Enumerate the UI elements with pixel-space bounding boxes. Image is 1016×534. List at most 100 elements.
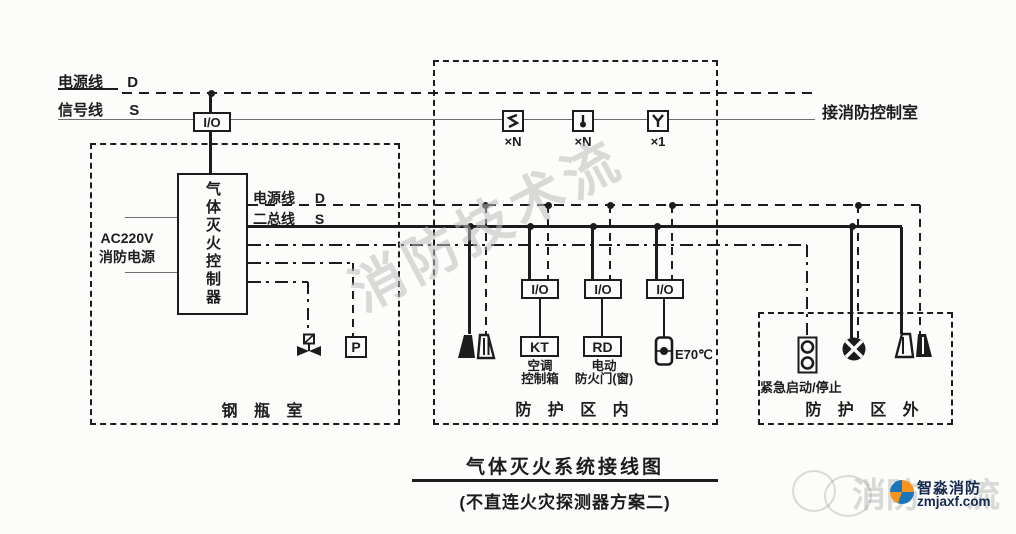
power-line-text: 电源线 xyxy=(58,74,104,91)
io-module-2: I/O xyxy=(584,279,622,299)
io1-signal-drop xyxy=(528,227,531,280)
ac-supply-line1: AC220V xyxy=(100,230,154,246)
smoke-detector-icon xyxy=(506,113,520,129)
io2-signal-drop xyxy=(591,227,594,280)
out-bus-code: S xyxy=(314,211,325,227)
io1-power-drop xyxy=(547,205,549,280)
junction-dot xyxy=(669,202,676,209)
emergency-control-line xyxy=(248,244,807,246)
brand-logo-icon xyxy=(890,480,914,504)
two-bus-line-s xyxy=(248,225,902,228)
ac-supply-label: AC220V 消防电源 xyxy=(84,229,170,267)
mascot-doodle xyxy=(824,475,872,517)
emergency-start-stop-label: 紧急启动/停止 xyxy=(760,380,842,395)
junction-dot xyxy=(607,202,614,209)
out-horn-signal-drop xyxy=(900,227,903,334)
out-power-text: 电源线 xyxy=(253,190,295,206)
discharge-indicator-lamp-icon xyxy=(841,336,867,362)
supply-wire-top xyxy=(125,217,177,218)
controller-riser-line xyxy=(209,93,212,174)
manual-call-point-icon xyxy=(652,114,664,127)
horn-strobe-icon xyxy=(456,332,496,360)
io-module-2-label: I/O xyxy=(594,281,612,297)
signal-line-text: 信号线 xyxy=(58,102,104,119)
manual-call-point-box xyxy=(647,110,669,132)
io-module-3-label: I/O xyxy=(656,281,674,297)
out-horn-power-drop xyxy=(919,205,921,334)
io-module-1: I/O xyxy=(521,279,559,299)
junction-dot xyxy=(482,202,489,209)
pressure-switch-box: P xyxy=(345,336,367,358)
ac-supply-line2: 消防电源 xyxy=(99,249,155,265)
io-module-1-label: I/O xyxy=(531,281,549,297)
power-line-label: 电源线 D xyxy=(58,71,138,92)
power-line-code: D xyxy=(127,74,139,91)
horn-signal-drop xyxy=(468,227,471,334)
out-power-code: D xyxy=(314,190,326,206)
junction-dot xyxy=(855,202,862,209)
brand-site: zmjaxf.com xyxy=(917,494,991,509)
diagram-title: 气体灭火系统接线图 xyxy=(465,457,664,478)
cylinder-room-zone xyxy=(90,143,400,425)
protection-zone-outside xyxy=(758,312,953,425)
junction-dot xyxy=(208,90,215,97)
kt-desc-line1: 空调 xyxy=(527,359,553,373)
valve-control-line-v xyxy=(307,282,309,334)
io3-power-drop xyxy=(671,205,673,280)
controller-label: 气体灭火控制器 xyxy=(204,181,221,307)
fire-damper-temp-label: E70℃ xyxy=(675,347,713,362)
junction-dot xyxy=(849,223,856,230)
rd-box: RD xyxy=(583,336,622,357)
heat-detector-box xyxy=(572,110,594,132)
fire-damper-70c-icon xyxy=(654,336,674,366)
out-power-label: 电源线 D xyxy=(253,188,325,208)
smoke-detector-qty: ×N xyxy=(504,134,522,149)
rd-box-label: RD xyxy=(592,338,613,355)
to-control-room-label: 接消防控制室 xyxy=(822,105,919,122)
horn-strobe-icon xyxy=(894,331,934,359)
pressure-switch-label: P xyxy=(351,339,361,355)
rd-desc-line2: 防火门(窗) xyxy=(574,372,634,386)
kt-link-line xyxy=(539,299,541,337)
zone-power-line-d xyxy=(248,204,920,206)
rd-desc-line1: 电动 xyxy=(591,359,617,373)
signal-line-label: 信号线 S xyxy=(58,99,139,120)
io2-power-drop xyxy=(609,205,611,280)
kt-description: 空调 控制箱 xyxy=(505,360,575,386)
junction-dot xyxy=(654,223,661,230)
rd-description: 电动 防火门(窗) xyxy=(565,360,643,386)
damper-link-line xyxy=(663,299,665,337)
emergency-drop-line xyxy=(806,245,808,337)
rd-link-line xyxy=(601,299,603,337)
power-label-underline xyxy=(58,88,118,90)
brand-name: 智淼消防 xyxy=(917,480,982,497)
valve-control-line-h xyxy=(248,281,308,283)
kt-box: KT xyxy=(520,336,559,357)
out-bus-text: 二总线 xyxy=(253,211,295,227)
lamp-signal-drop xyxy=(850,227,853,338)
horn-power-drop xyxy=(485,205,487,334)
protection-zone-inside-name: 防 护 区 内 xyxy=(515,402,635,419)
io-module-top: I/O xyxy=(193,112,231,132)
junction-dot xyxy=(467,223,474,230)
solenoid-release-valve-icon xyxy=(296,333,322,357)
manual-call-point-qty: ×1 xyxy=(650,134,666,149)
junction-dot xyxy=(590,223,597,230)
protection-zone-outside-name: 防 护 区 外 xyxy=(805,402,925,419)
out-bus-label: 二总线 S xyxy=(253,209,324,229)
pressure-feedback-line-h xyxy=(248,262,353,264)
protection-zone-inside xyxy=(433,60,718,425)
signal-line-code: S xyxy=(129,102,140,119)
signal-bus-line-s xyxy=(58,119,815,120)
diagram-subtitle: (不直连火灾探测器方案二) xyxy=(459,493,671,512)
heat-detector-icon xyxy=(580,115,586,128)
junction-dot xyxy=(527,223,534,230)
io3-signal-drop xyxy=(655,227,658,280)
junction-dot xyxy=(545,202,552,209)
gas-extinguishing-controller: 气体灭火控制器 xyxy=(177,173,248,315)
cylinder-room-name: 钢 瓶 室 xyxy=(221,403,309,420)
emergency-start-stop-icon xyxy=(797,336,818,374)
supply-wire-bottom xyxy=(125,272,177,273)
io-module-3: I/O xyxy=(646,279,684,299)
